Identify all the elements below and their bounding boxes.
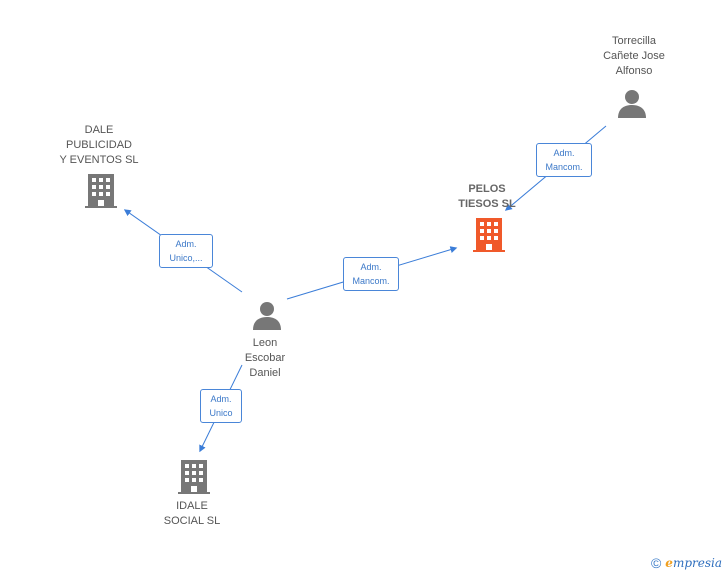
edge-label-leon-idale: Adm. Unico — [200, 389, 242, 423]
node-label-pelos[interactable]: PELOS TIESOS SL — [437, 182, 537, 212]
edge-label-line: Adm. — [210, 394, 232, 404]
person-icon[interactable] — [618, 90, 646, 118]
brand-logo[interactable]: empresia — [665, 556, 722, 570]
node-label-line: Y EVENTOS SL — [59, 154, 139, 166]
building-icon[interactable] — [178, 460, 210, 494]
node-label-leon[interactable]: Leon Escobar Daniel — [215, 336, 315, 381]
edge-label-leon-dale: Adm. Unico,... — [159, 234, 213, 268]
node-label-line: TIESOS SL — [458, 198, 516, 210]
node-label-line: Torrecilla — [611, 35, 656, 47]
node-label-line: DALE — [84, 124, 114, 136]
edge-label-line: Adm. — [175, 239, 197, 249]
building-icon[interactable] — [473, 218, 505, 252]
edge-label-line: Mancom. — [352, 276, 390, 286]
node-label-torrecilla[interactable]: Torrecilla Cañete Jose Alfonso — [579, 34, 689, 79]
edge-label-line: Mancom. — [545, 162, 583, 172]
edge-label-line: Unico,... — [169, 253, 203, 263]
edge-label-torrecilla-pelos: Adm. Mancom. — [536, 143, 592, 177]
node-label-dale[interactable]: DALE PUBLICIDAD Y EVENTOS SL — [49, 123, 149, 168]
node-label-line: Leon — [252, 337, 278, 349]
node-label-line: Cañete Jose — [603, 50, 665, 62]
node-label-line: IDALE — [176, 500, 208, 512]
node-label-line: Escobar — [244, 352, 286, 364]
copyright-symbol: © — [650, 555, 662, 571]
brand-logo-rest: mpresia — [672, 556, 722, 570]
edge-label-line: Adm. — [360, 262, 382, 272]
brand-footer: © empresia — [651, 555, 722, 571]
edge-label-line: Unico — [209, 408, 233, 418]
node-label-line: PELOS — [468, 183, 506, 195]
person-icon[interactable] — [253, 302, 281, 330]
brand-logo-first-letter: e — [665, 556, 673, 570]
node-label-line: Alfonso — [615, 65, 653, 77]
building-icon[interactable] — [85, 174, 117, 208]
node-label-line: SOCIAL SL — [163, 515, 221, 527]
node-label-line: PUBLICIDAD — [65, 139, 133, 151]
node-label-idale[interactable]: IDALE SOCIAL SL — [142, 499, 242, 529]
node-label-line: Daniel — [249, 367, 281, 379]
edge-label-leon-pelos: Adm. Mancom. — [343, 257, 399, 291]
edge-label-line: Adm. — [553, 148, 575, 158]
